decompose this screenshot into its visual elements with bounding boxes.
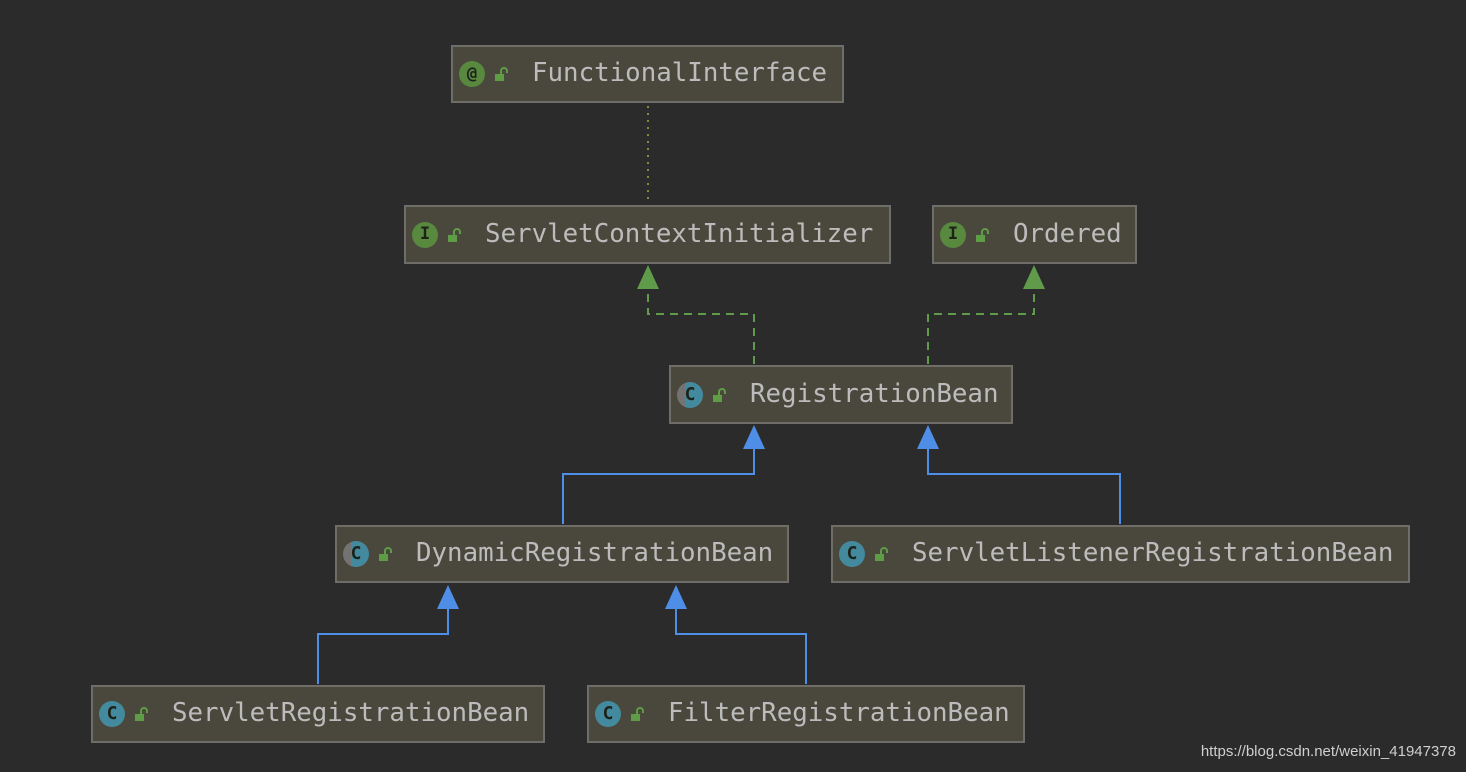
node-label: DynamicRegistrationBean [416, 538, 774, 569]
node-servlet-listener-registration-bean[interactable]: C ServletListenerRegistrationBean [831, 525, 1410, 583]
icon-glyph: @ [466, 63, 478, 84]
implements-dashed-line [927, 289, 1035, 364]
extends-line [317, 609, 449, 684]
node-label: Ordered [1013, 218, 1122, 249]
edge-servlet-registration-bean-to-dynamic-registration-bean [317, 585, 459, 684]
node-ordered[interactable]: I Ordered [932, 205, 1137, 264]
abstract-class-icon: C [343, 541, 369, 567]
node-label: ServletContextInitializer [485, 218, 874, 249]
node-servlet-context-initializer[interactable]: I ServletContextInitializer [404, 205, 891, 264]
interface-icon: I [940, 221, 966, 248]
watermark-url: https://blog.csdn.net/weixin_41947378 [1200, 743, 1456, 760]
implements-arrowhead [637, 265, 659, 289]
node-servlet-registration-bean[interactable]: C ServletRegistrationBean [91, 685, 545, 743]
open-lock-icon [379, 547, 392, 561]
implements-dashed-line [647, 289, 755, 364]
edge-dynamic-registration-bean-to-registration-bean [562, 425, 765, 524]
icon-glyph: C [350, 543, 362, 564]
interface-icon: I [412, 221, 438, 248]
icon-glyph: I [419, 224, 431, 244]
icon-glyph: I [947, 224, 959, 244]
edge-servlet-listener-registration-bean-to-registration-bean [917, 425, 1121, 524]
class-icon: C [595, 701, 621, 727]
extends-arrowhead [743, 425, 765, 449]
icon-glyph: C [106, 703, 118, 724]
extends-line [675, 609, 807, 684]
node-label: FunctionalInterface [532, 58, 828, 89]
extends-line [562, 449, 755, 524]
icon-glyph: C [846, 543, 858, 564]
extends-arrowhead [437, 585, 459, 609]
open-lock-icon [448, 227, 461, 242]
class-icon: C [99, 701, 125, 727]
annotation-icon: @ [459, 61, 485, 87]
icon-glyph: C [602, 703, 614, 724]
extends-arrowhead [665, 585, 687, 609]
node-label: RegistrationBean [750, 378, 999, 409]
open-lock-icon [135, 707, 148, 721]
abstract-class-icon: C [677, 381, 703, 408]
edge-registration-bean-to-ordered [927, 265, 1045, 364]
node-label: ServletRegistrationBean [172, 698, 530, 729]
implements-arrowhead [1023, 265, 1045, 289]
open-lock-icon [976, 227, 989, 242]
extends-arrowhead [917, 425, 939, 449]
open-lock-icon [631, 707, 644, 721]
edge-registration-bean-to-servlet-context-initializer [637, 265, 755, 364]
class-icon: C [839, 541, 865, 567]
node-label: FilterRegistrationBean [668, 698, 1010, 729]
node-functional-interface[interactable]: @ FunctionalInterface [451, 45, 844, 103]
node-registration-bean[interactable]: C RegistrationBean [669, 365, 1013, 424]
open-lock-icon [495, 67, 508, 81]
extends-line [927, 449, 1121, 524]
node-dynamic-registration-bean[interactable]: C DynamicRegistrationBean [335, 525, 789, 583]
icon-glyph: C [684, 383, 696, 405]
open-lock-icon [713, 387, 726, 402]
edge-filter-registration-bean-to-dynamic-registration-bean [665, 585, 807, 684]
node-filter-registration-bean[interactable]: C FilterRegistrationBean [587, 685, 1025, 743]
node-label: ServletListenerRegistrationBean [912, 538, 1394, 569]
open-lock-icon [875, 547, 888, 561]
